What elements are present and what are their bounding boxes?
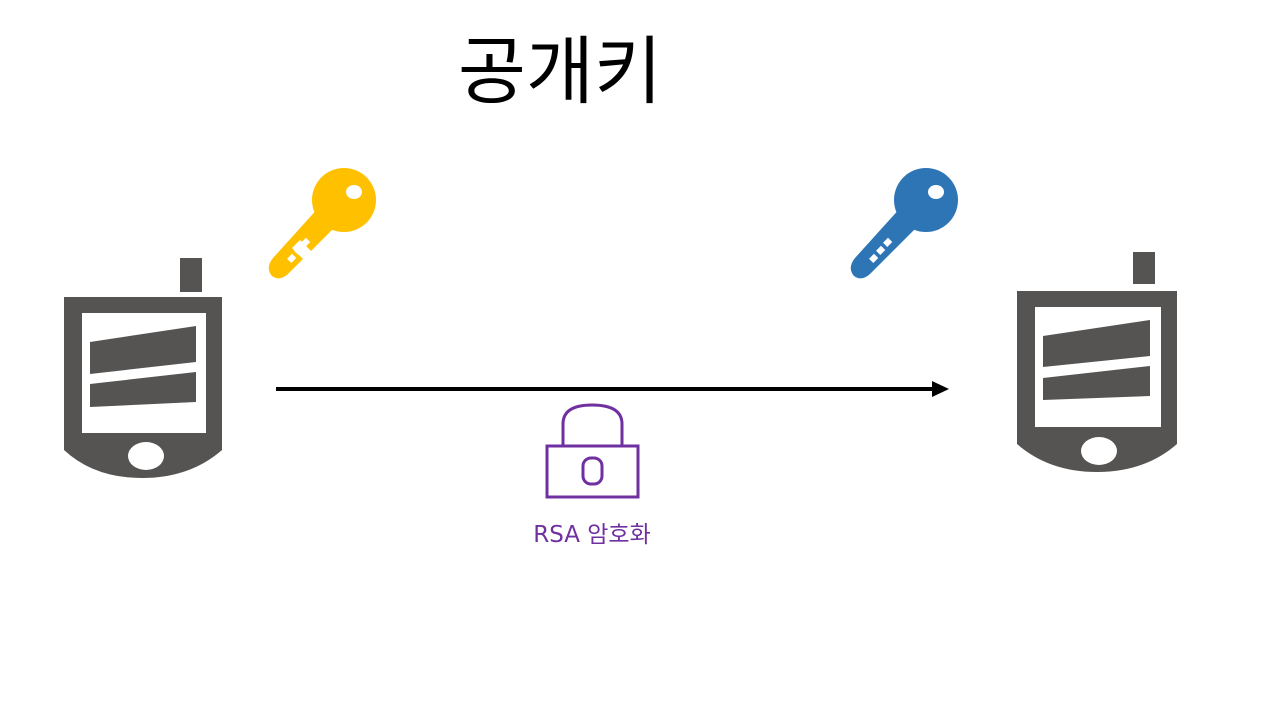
padlock-icon [545,403,640,499]
receiver-device-icon [1017,252,1177,472]
transfer-arrow-icon [276,381,949,397]
sender-device-icon [64,258,222,478]
slide-title: 공개키 [457,29,663,115]
encryption-caption: RSA 암호화 [533,522,651,548]
receiver-key-icon [850,168,958,279]
sender-key-icon [268,168,376,279]
